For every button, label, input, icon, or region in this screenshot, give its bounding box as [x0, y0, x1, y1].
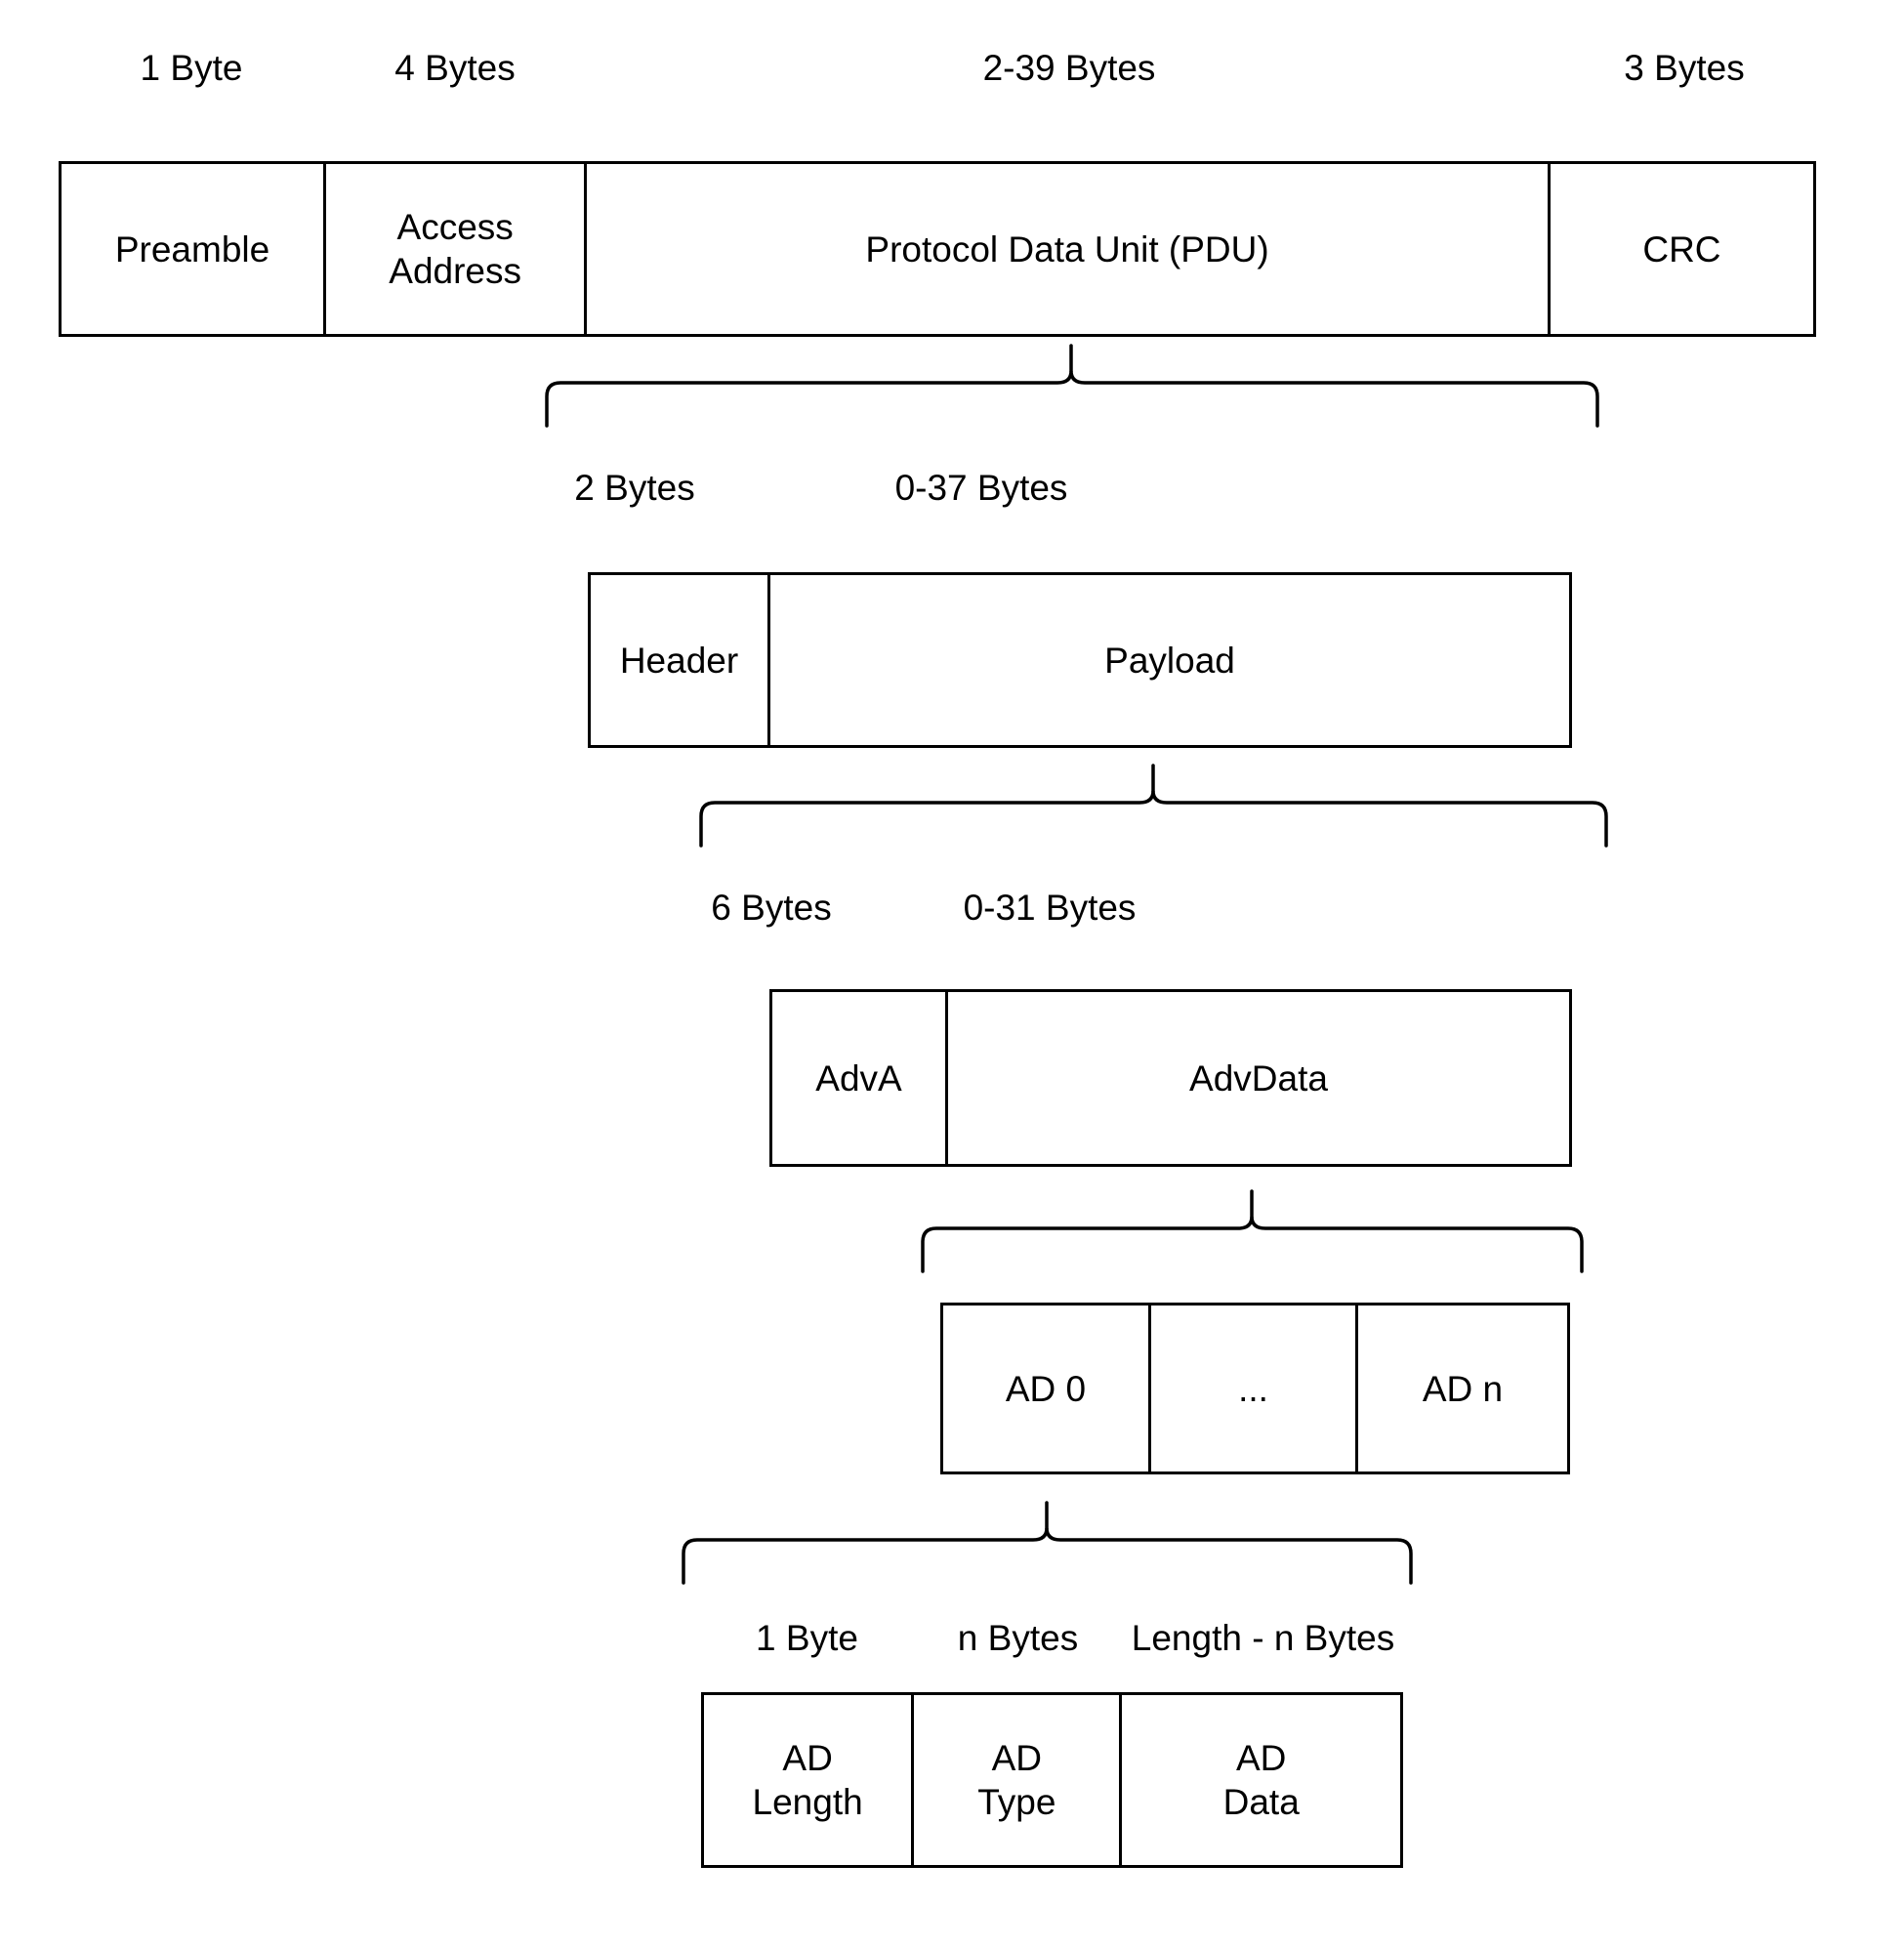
brace-advdata-to-ad-list	[919, 1189, 1586, 1273]
field-crc[interactable]: CRC	[1550, 164, 1813, 334]
field-ad-type[interactable]: AD Type	[914, 1695, 1123, 1865]
field-pdu[interactable]: Protocol Data Unit (PDU)	[587, 164, 1551, 334]
pdu-row: Header Payload	[588, 572, 1572, 748]
field-preamble[interactable]: Preamble	[62, 164, 327, 334]
field-adva[interactable]: AdvA	[772, 992, 948, 1164]
brace-ad-to-ad-structure	[680, 1501, 1415, 1585]
size-label-crc: 3 Bytes	[1624, 48, 1745, 88]
field-advdata[interactable]: AdvData	[948, 992, 1569, 1164]
size-label-pdu: 2-39 Bytes	[982, 48, 1156, 88]
size-label-header: 2 Bytes	[574, 468, 695, 508]
field-ad-ellipsis[interactable]: ...	[1151, 1306, 1358, 1471]
size-label-ad-type: n Bytes	[957, 1618, 1079, 1658]
size-label-adva: 6 Bytes	[711, 888, 832, 928]
size-label-access-address: 4 Bytes	[394, 48, 516, 88]
field-ad-data[interactable]: AD Data	[1122, 1695, 1400, 1865]
field-payload[interactable]: Payload	[770, 575, 1569, 745]
ad-structure-row: AD Length AD Type AD Data	[701, 1692, 1403, 1868]
field-ad-n[interactable]: AD n	[1358, 1306, 1567, 1471]
field-ad-0[interactable]: AD 0	[943, 1306, 1151, 1471]
size-label-ad-data: Length - n Bytes	[1131, 1618, 1395, 1658]
brace-payload-to-adv	[697, 764, 1610, 848]
field-header[interactable]: Header	[591, 575, 770, 745]
brace-pdu-to-header-payload	[543, 344, 1601, 428]
size-label-ad-length: 1 Byte	[756, 1618, 858, 1658]
size-label-preamble: 1 Byte	[140, 48, 243, 88]
field-ad-length[interactable]: AD Length	[704, 1695, 915, 1865]
field-access-address[interactable]: Access Address	[326, 164, 588, 334]
size-label-advdata: 0-31 Bytes	[963, 888, 1137, 928]
link-layer-packet-row: Preamble Access Address Protocol Data Un…	[59, 161, 1816, 337]
advdata-row: AD 0 ... AD n	[940, 1303, 1570, 1474]
size-label-payload: 0-37 Bytes	[894, 468, 1068, 508]
payload-row: AdvA AdvData	[769, 989, 1572, 1167]
